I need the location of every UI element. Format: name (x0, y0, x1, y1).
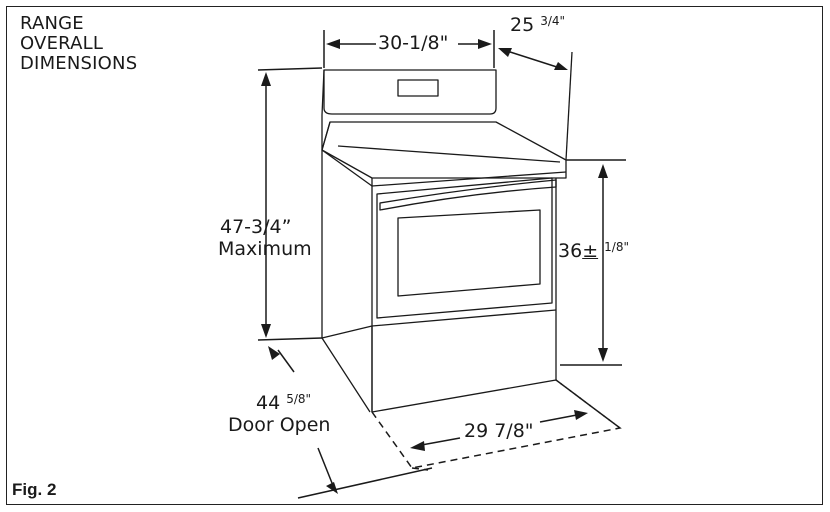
height-max-label: Maximum (218, 238, 312, 260)
title-range: RANGE (20, 13, 84, 34)
door-window (397, 209, 541, 297)
oven-door (376, 177, 553, 319)
range-front (371, 178, 557, 413)
title-overall: OVERALL (20, 33, 104, 54)
counter-height-dimension: 36± 1/8" (558, 240, 629, 262)
control-display (397, 79, 439, 97)
cooktop (321, 121, 567, 179)
door-open-label: Door Open (228, 414, 331, 436)
height-max-value: 47-3/4” (220, 216, 292, 238)
range-side (321, 150, 371, 413)
depth-dimension: 25 3/4" (510, 14, 566, 36)
door-open-dimension: 44 5/8" (256, 392, 312, 414)
title-dimensions: DIMENSIONS (20, 53, 138, 74)
storage-drawer (371, 309, 557, 412)
width-dimension: 30-1/8" (378, 32, 449, 54)
figure-label: Fig. 2 (12, 480, 57, 499)
figure-frame (6, 6, 823, 505)
door-handle (379, 179, 557, 211)
base-depth-dimension: 29 7/8" (464, 420, 534, 442)
backguard (323, 69, 497, 115)
